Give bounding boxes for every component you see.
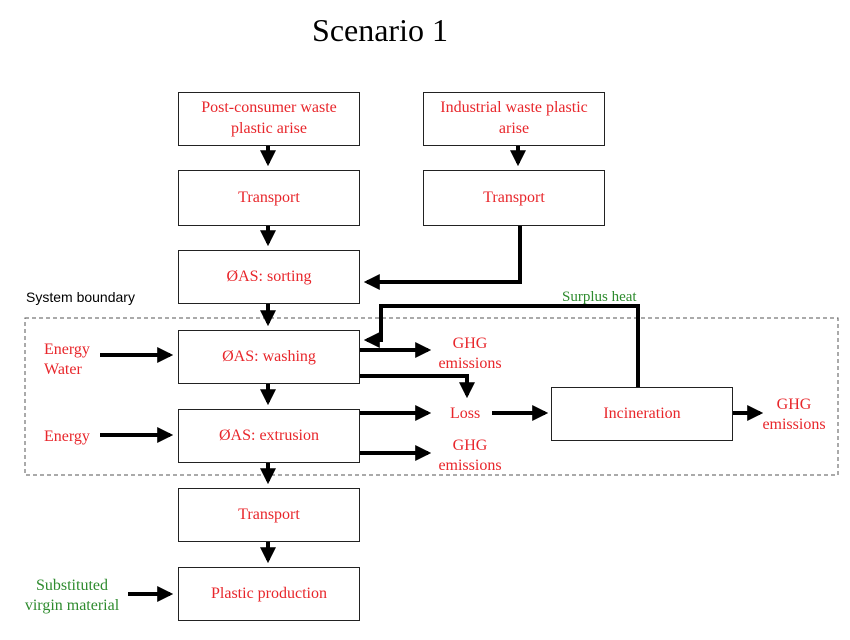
ghg-extrusion-line1: GHG bbox=[452, 437, 488, 454]
substituted-line1: Substituted bbox=[35, 577, 108, 594]
ghg-incineration-line2: emissions bbox=[762, 416, 826, 433]
energy-water-label-line1: Energy bbox=[44, 341, 90, 358]
box-transport-industrial-label: Transport bbox=[483, 188, 545, 206]
box-sorting: ØAS: sorting bbox=[178, 250, 360, 304]
box-plastic-production-label: Plastic production bbox=[211, 584, 327, 602]
box-industrial-waste-label: Industrial waste plastic arise bbox=[440, 99, 588, 137]
energy-input-label: Energy bbox=[44, 428, 90, 445]
system-boundary-label: System boundary bbox=[26, 289, 135, 305]
box-extrusion: ØAS: extrusion bbox=[178, 409, 360, 463]
box-post-consumer-waste-label: Post-consumer waste plastic arise bbox=[201, 99, 337, 137]
arrow-surplus-heat bbox=[363, 304, 640, 387]
ghg-extrusion-line2: emissions bbox=[438, 457, 502, 474]
box-industrial-waste: Industrial waste plastic arise bbox=[423, 92, 605, 146]
box-washing-label: ØAS: washing bbox=[222, 347, 316, 365]
loss-label: Loss bbox=[450, 405, 481, 422]
box-transport-post-consumer: Transport bbox=[178, 170, 360, 226]
ghg-extrusion-label: GHG emissions bbox=[438, 436, 502, 476]
box-sorting-label: ØAS: sorting bbox=[226, 267, 312, 285]
surplus-heat-label: Surplus heat bbox=[562, 289, 637, 305]
energy-water-input-label: Energy Water bbox=[44, 340, 90, 380]
arrow-washing-loss bbox=[360, 374, 475, 399]
substituted-line2: virgin material bbox=[24, 597, 120, 614]
arrow-industrial-transport-to-sorting bbox=[363, 226, 522, 290]
box-extrusion-label: ØAS: extrusion bbox=[219, 426, 319, 444]
ghg-washing-line2: emissions bbox=[438, 355, 502, 372]
box-post-consumer-waste: Post-consumer waste plastic arise bbox=[178, 92, 360, 146]
diagram-title: Scenario 1 bbox=[312, 12, 448, 48]
ghg-incineration-line1: GHG bbox=[776, 396, 812, 413]
box-transport-industrial: Transport bbox=[423, 170, 605, 226]
box-plastic-production: Plastic production bbox=[178, 567, 360, 621]
ghg-washing-line1: GHG bbox=[452, 335, 488, 352]
substituted-input-label: Substituted virgin material bbox=[16, 576, 128, 616]
box-incineration: Incineration bbox=[551, 387, 733, 441]
box-transport-post-consumer-label: Transport bbox=[238, 188, 300, 206]
box-washing: ØAS: washing bbox=[178, 330, 360, 384]
system-boundary bbox=[24, 317, 839, 476]
ghg-washing-label: GHG emissions bbox=[438, 334, 502, 374]
box-transport-output: Transport bbox=[178, 488, 360, 542]
box-incineration-label: Incineration bbox=[603, 404, 681, 422]
energy-water-label-line2: Water bbox=[44, 361, 82, 378]
box-transport-output-label: Transport bbox=[238, 505, 300, 523]
ghg-incineration-label: GHG emissions bbox=[758, 395, 830, 435]
